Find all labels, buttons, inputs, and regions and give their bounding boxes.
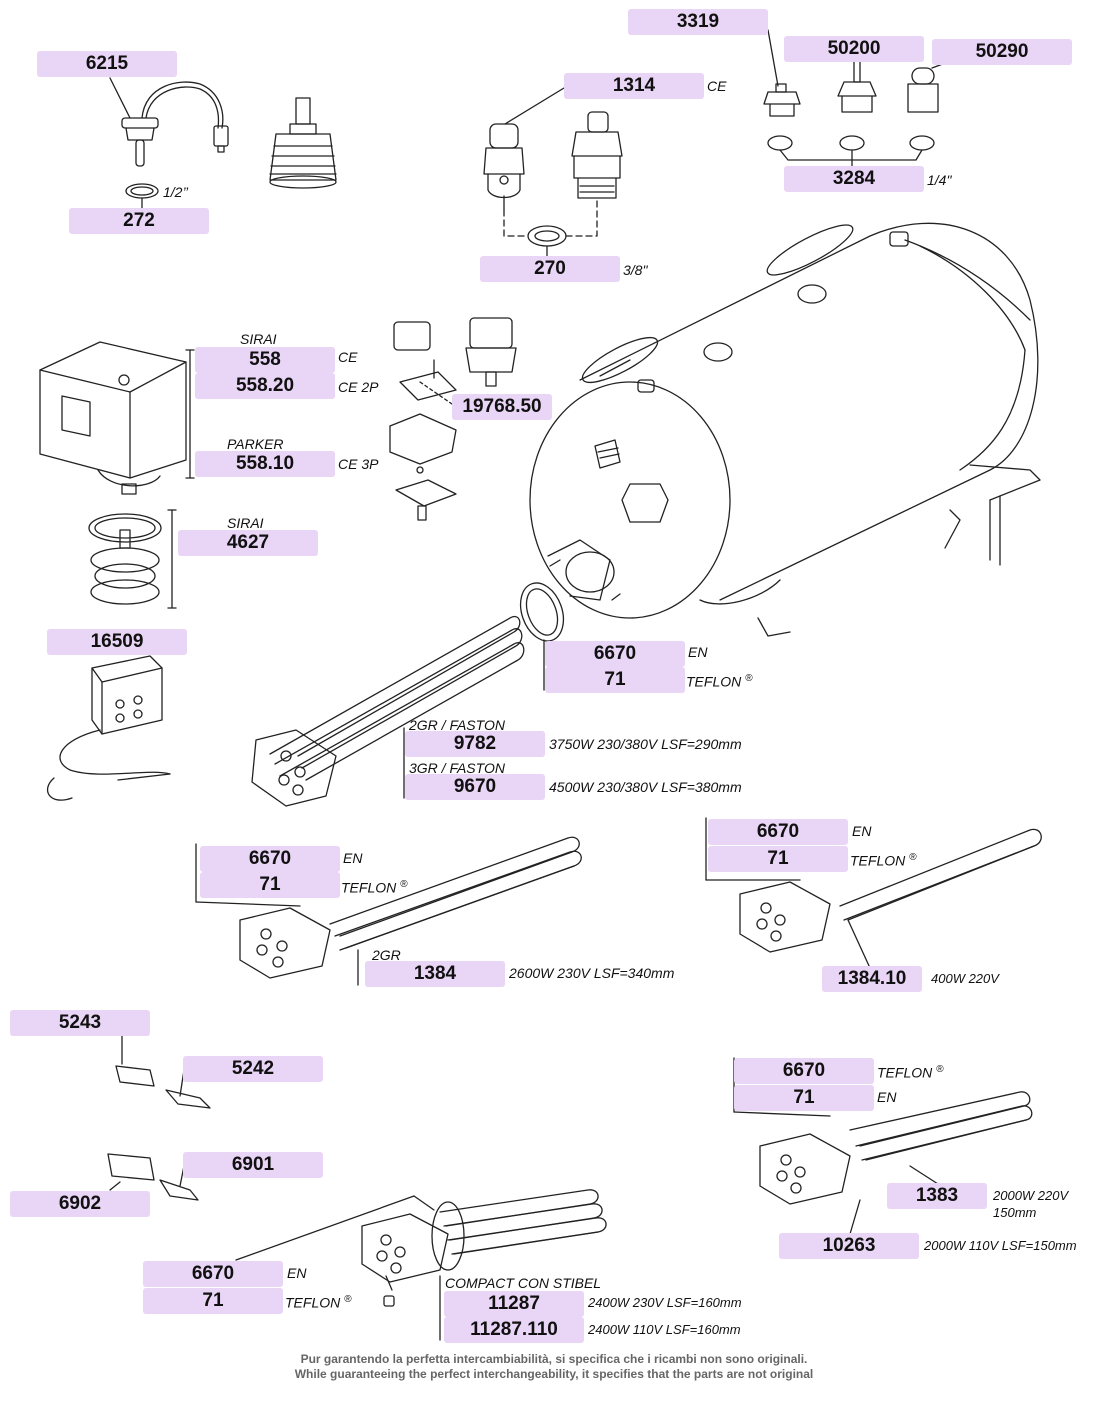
note-en-d: EN [877,1089,897,1105]
registered-mark-a: ® [745,673,753,684]
brand-sirai-4627: SIRAI [227,515,264,531]
part-label-1383: 1383 [887,1183,987,1209]
diaphragm-4627-drawing [88,509,177,609]
note-ce-1314: CE [707,78,727,94]
pressostat-parts-19768-50-drawing [389,317,517,521]
note-2gr-faston: 2GR / FASTON [409,717,505,733]
part-label-19768-50: 19768.50 [452,394,552,420]
part-label-6670-d: 6670 [734,1058,874,1084]
part-label-71-d: 71 [734,1085,874,1111]
part-label-558: 558 [195,347,335,373]
part-label-3319: 3319 [628,9,768,35]
part-label-1384-10: 1384.10 [822,966,922,992]
teflon-text-d: TEFLON [877,1064,933,1081]
part-label-11287: 11287 [444,1291,584,1317]
teflon-text-a: TEFLON [686,673,742,690]
part-label-6670-a: 6670 [545,641,685,667]
part-label-6670-e: 6670 [143,1261,283,1287]
note-en-b: EN [343,850,363,866]
part-label-11287-110: 11287.110 [444,1317,584,1343]
part-label-16509: 16509 [47,629,187,655]
heating-element-1383-drawing [733,1057,1033,1235]
connectors-drawing [107,1033,211,1201]
note-ce-558: CE [338,349,358,365]
spec-1383-length: 150mm [993,1205,1037,1220]
brand-sirai-558: SIRAI [240,331,277,347]
note-teflon-c: TEFLON ® [850,850,917,869]
heating-element-1384-drawing [195,836,582,986]
spec-1384: 2600W 230V LSF=340mm [509,965,675,981]
boiler-drawing [519,222,1041,642]
registered-mark-e: ® [344,1294,352,1305]
spec-1383-power: 2000W 220V [993,1188,1069,1203]
thread-note-3-8: 3/8" [623,262,648,278]
footer-disclaimer-english: While guaranteeing the perfect interchan… [294,1367,814,1381]
registered-mark-b: ® [400,879,408,890]
note-teflon-d: TEFLON ® [877,1062,944,1081]
registered-mark-c: ® [909,852,917,863]
heating-element-1384-10-drawing [705,817,1042,969]
part-label-5242: 5242 [183,1056,323,1082]
spec-10263: 2000W 110V LSF=150mm [924,1238,1077,1253]
threaded-fitting-drawing [269,97,337,189]
note-teflon-a: TEFLON ® [686,671,753,690]
part-label-6902: 6902 [10,1191,150,1217]
spec-1384-10: 400W 220V [931,971,999,986]
part-label-6215: 6215 [37,51,177,77]
heating-element-9782-drawing [251,615,525,807]
part-label-71-a: 71 [545,667,685,693]
part-label-10263: 10263 [779,1233,919,1259]
spec-11287: 2400W 230V LSF=160mm [588,1295,742,1310]
part-label-9782: 9782 [405,731,545,757]
brand-parker: PARKER [227,436,284,452]
spec-9670: 4500W 230/380V LSF=380mm [549,779,742,795]
part-label-4627: 4627 [178,530,318,556]
part-label-71-e: 71 [143,1288,283,1314]
thermostat-16509-drawing [47,655,171,801]
part-label-5243: 5243 [10,1010,150,1036]
thread-note-1-2: 1/2’’ [163,184,189,200]
spec-9782: 3750W 230/380V LSF=290mm [549,736,742,752]
teflon-text-e: TEFLON [285,1294,341,1311]
safety-valves-1314-drawing [483,87,623,257]
part-label-558-10: 558.10 [195,451,335,477]
part-label-50200: 50200 [784,36,924,62]
part-label-558-20: 558.20 [195,373,335,399]
thread-note-1-4: 1/4" [927,172,952,188]
note-ce-2p: CE 2P [338,379,379,395]
heating-element-11287-drawing [235,1189,607,1341]
teflon-text-c: TEFLON [850,852,906,869]
part-label-50290: 50290 [932,39,1072,65]
part-label-3284: 3284 [784,166,924,192]
part-label-270: 270 [480,256,620,282]
note-ce-3p: CE 3P [338,456,379,472]
part-label-71-c: 71 [708,846,848,872]
probe-6215-drawing [109,77,229,209]
part-label-9670: 9670 [405,774,545,800]
registered-mark-d: ® [936,1064,944,1075]
part-label-71-b: 71 [200,872,340,898]
part-label-1314: 1314 [564,73,704,99]
note-en-a: EN [688,644,708,660]
note-3gr-faston: 3GR / FASTON [409,760,505,776]
note-teflon-b: TEFLON ® [341,877,408,896]
part-label-272: 272 [69,208,209,234]
part-label-6670-c: 6670 [708,819,848,845]
spec-11287-110: 2400W 110V LSF=160mm [588,1322,741,1337]
note-2gr: 2GR [372,947,401,963]
note-en-c: EN [852,823,872,839]
pressostat-558-drawing [39,341,195,495]
part-label-6901: 6901 [183,1152,323,1178]
note-teflon-e: TEFLON ® [285,1292,352,1311]
note-en-e: EN [287,1265,307,1281]
part-label-6670-b: 6670 [200,846,340,872]
note-compact-stibel: COMPACT CON STIBEL [445,1275,602,1291]
footer-disclaimer-italian: Pur garantendo la perfetta intercambiabi… [300,1352,808,1366]
part-label-1384: 1384 [365,961,505,987]
teflon-text-b: TEFLON [341,879,397,896]
